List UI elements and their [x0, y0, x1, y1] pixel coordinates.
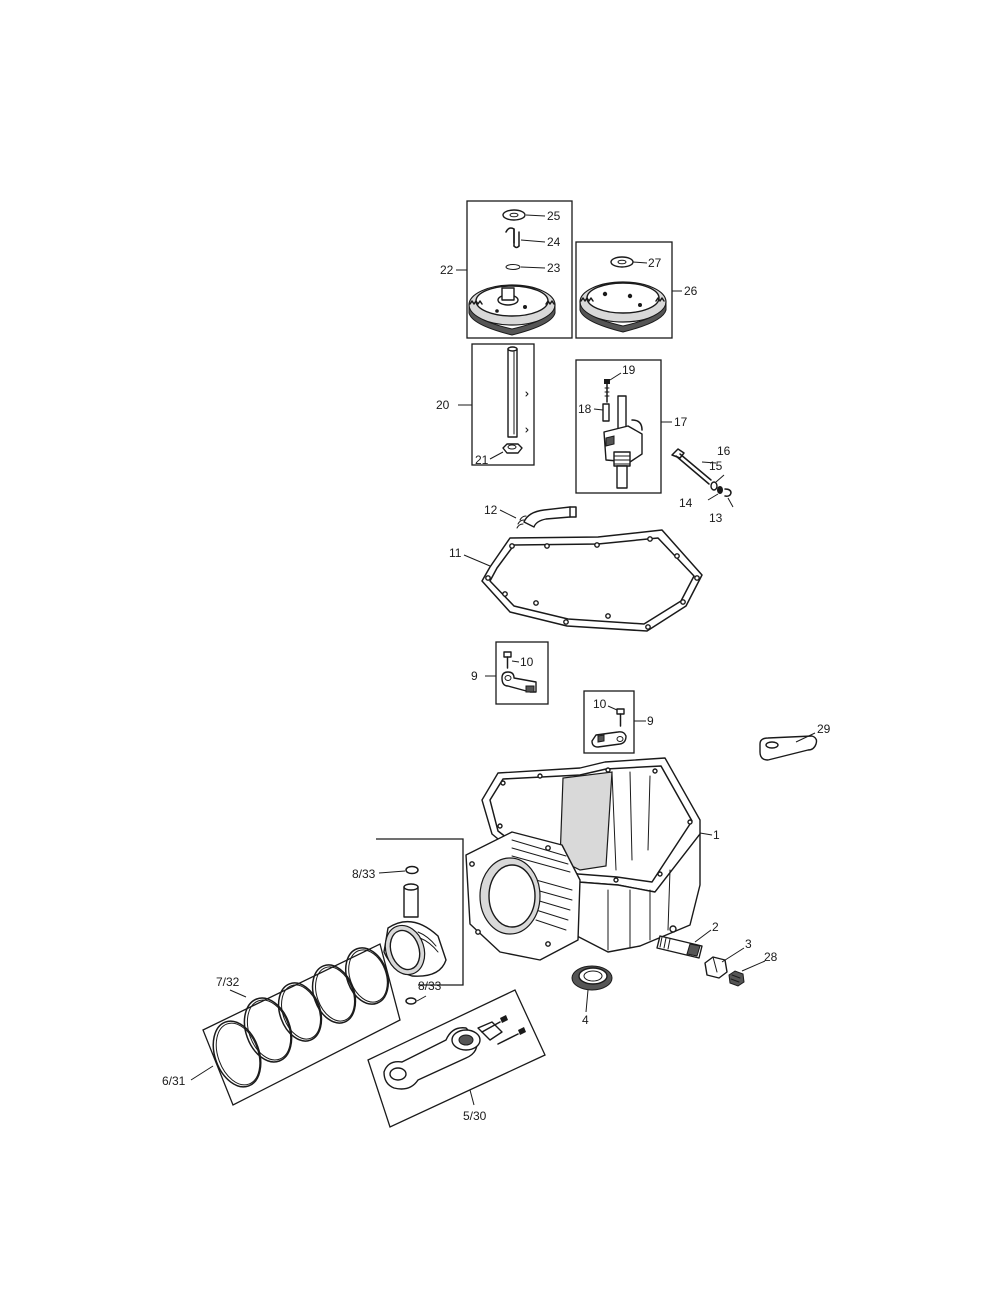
label-14: 14 [679, 496, 693, 510]
bar-29[interactable] [759, 732, 818, 761]
connecting-rod[interactable] [383, 1021, 503, 1090]
cap-nut-3[interactable] [704, 947, 745, 979]
plug-28[interactable] [728, 960, 766, 987]
label-8-33-top: 8/33 [352, 867, 376, 881]
label-11: 11 [449, 546, 462, 560]
frame-9-left [495, 641, 549, 705]
camshaft-gear[interactable] [468, 284, 556, 336]
label-28: 28 [764, 950, 778, 964]
screw-19[interactable] [604, 379, 610, 403]
label-4: 4 [582, 1013, 589, 1027]
bolt-10-left[interactable] [503, 651, 512, 669]
connecting-rod-group-5-30[interactable] [367, 989, 546, 1128]
rocker-arm-group-9-right[interactable] [583, 690, 646, 754]
oil-seal-4[interactable] [571, 965, 613, 1013]
bolt-10-right[interactable] [616, 708, 625, 727]
frame-rings [202, 943, 401, 1106]
cylinder-barrel[interactable] [465, 831, 581, 961]
ring-5[interactable] [338, 942, 395, 1010]
label-12: 12 [484, 503, 498, 517]
governor-shaft[interactable] [603, 395, 643, 489]
rocker-arm-right[interactable] [591, 731, 627, 748]
label-23: 23 [547, 261, 561, 275]
frame-20 [471, 343, 535, 466]
gasket-holes [485, 536, 700, 630]
label-9-left: 9 [471, 669, 478, 683]
label-16: 16 [717, 444, 731, 458]
frame-26 [575, 241, 673, 339]
label-27: 27 [648, 256, 662, 270]
label-13: 13 [709, 511, 723, 525]
clip-23[interactable] [505, 264, 521, 270]
push-rod[interactable] [507, 346, 529, 438]
pin-24[interactable] [505, 227, 520, 249]
label-24: 24 [547, 235, 561, 249]
clip-8-33-top[interactable] [405, 865, 419, 875]
nut-21[interactable] [502, 443, 523, 454]
frame-17 [575, 359, 662, 494]
crankcase-1[interactable] [465, 757, 713, 961]
pin-18[interactable] [602, 403, 610, 422]
stud-2[interactable] [656, 929, 712, 959]
camshaft-gear-group-22[interactable] [456, 200, 573, 339]
label-10-right: 10 [593, 697, 607, 711]
washer-14[interactable] [707, 486, 723, 501]
push-rod-group-20[interactable] [458, 343, 535, 466]
label-22: 22 [440, 263, 454, 277]
piston-pin[interactable] [403, 883, 419, 918]
gasket-11[interactable] [463, 529, 703, 632]
label-2: 2 [712, 920, 719, 934]
frame-9-right [583, 690, 635, 754]
label-21: 21 [475, 453, 489, 467]
label-8-33-bottom: 8/33 [418, 979, 442, 993]
clip-8-33-bottom[interactable] [405, 997, 417, 1005]
label-3: 3 [745, 937, 752, 951]
label-20: 20 [436, 398, 450, 412]
rod-bolt-upper[interactable] [481, 1015, 508, 1033]
frame-piston [376, 838, 464, 986]
piston[interactable] [379, 920, 447, 979]
breather-tube-12[interactable] [499, 506, 577, 529]
part-labels: 25 24 23 22 27 26 20 21 19 18 17 16 15 1… [162, 209, 831, 1123]
gear-26[interactable] [579, 281, 667, 333]
label-15: 15 [709, 459, 723, 473]
label-18: 18 [578, 402, 592, 416]
label-17: 17 [674, 415, 688, 429]
governor-group-17[interactable] [575, 359, 672, 494]
washer-27[interactable] [610, 256, 634, 268]
rocker-arm-left[interactable] [501, 671, 537, 693]
rocker-arm-group-9-left[interactable] [485, 641, 549, 705]
ring-1[interactable] [205, 1015, 270, 1094]
label-1: 1 [713, 828, 720, 842]
label-7-32: 7/32 [216, 975, 240, 989]
governor-lever-16[interactable] [671, 448, 717, 485]
frame-conrod [367, 989, 546, 1128]
gear-group-26[interactable] [575, 241, 682, 339]
label-29: 29 [817, 722, 831, 736]
label-26: 26 [684, 284, 698, 298]
label-25: 25 [547, 209, 561, 223]
washer-25[interactable] [502, 209, 526, 221]
label-10-left: 10 [520, 655, 534, 669]
label-6-31: 6/31 [162, 1074, 186, 1088]
piston-rings-group-7-32[interactable] [190, 942, 401, 1106]
label-5-30: 5/30 [463, 1109, 487, 1123]
label-19: 19 [622, 363, 636, 377]
washer-15[interactable] [710, 474, 725, 491]
label-9-right: 9 [647, 714, 654, 728]
clip-13[interactable] [724, 488, 734, 508]
rod-bolt-lower[interactable] [497, 1027, 526, 1045]
piston-group-8-33[interactable] [376, 838, 464, 1005]
ring-2[interactable] [236, 991, 300, 1068]
